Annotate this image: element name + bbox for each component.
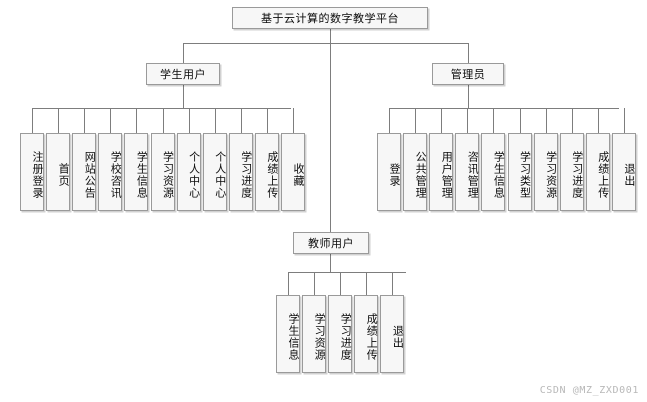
admin-leaf-5-label: 学生信息 bbox=[492, 151, 506, 199]
student-leaf-7-label: 个人中心 bbox=[187, 151, 201, 199]
connector-teacher-stem bbox=[330, 254, 331, 272]
teacher-leaf-2-drop bbox=[314, 272, 316, 295]
student-leaf-10-drop bbox=[266, 108, 268, 133]
student-leaf-3-drop bbox=[84, 108, 86, 133]
student-leaf-9-drop bbox=[240, 108, 242, 133]
admin-leaf-1-label: 登录 bbox=[388, 163, 401, 187]
student-leaf-2-label: 首页 bbox=[57, 163, 71, 187]
student-leaf-2-drop bbox=[58, 108, 60, 133]
admin-leaf-3-drop bbox=[441, 108, 443, 133]
admin-leaf-4-drop bbox=[467, 108, 469, 133]
admin-leaf-9-label: 成绩上传 bbox=[596, 151, 610, 199]
student-leaf-8[interactable]: 个人中心 bbox=[202, 133, 227, 211]
node-teacher-user[interactable]: 教师用户 bbox=[293, 232, 369, 254]
admin-leaf-7-drop bbox=[545, 108, 547, 133]
student-leaf-9-label: 学习进度 bbox=[239, 151, 253, 199]
admin-leaf-3-label: 用户管理 bbox=[440, 151, 454, 199]
student-leaf-1-drop bbox=[32, 108, 33, 133]
node-admin-user[interactable]: 管理员 bbox=[432, 63, 504, 85]
student-leaf-3[interactable]: 网站公告 bbox=[72, 133, 97, 211]
node-admin-user-label: 管理员 bbox=[450, 68, 486, 81]
student-leaf-9[interactable]: 学习进度 bbox=[228, 133, 253, 211]
connector-to-admin bbox=[468, 43, 469, 63]
student-leaf-5-label: 学生信息 bbox=[135, 151, 149, 199]
connector-admin-bus bbox=[389, 108, 619, 109]
admin-leaf-1[interactable]: 登录 bbox=[377, 133, 401, 211]
admin-leaf-4-label: 咨讯管理 bbox=[466, 151, 480, 199]
admin-leaf-3[interactable]: 用户管理 bbox=[429, 133, 454, 211]
student-leaf-7[interactable]: 个人中心 bbox=[176, 133, 201, 211]
connector-admin-stem bbox=[468, 85, 469, 108]
admin-leaf-8-label: 学习进度 bbox=[570, 151, 584, 199]
admin-leaf-7-label: 学习资源 bbox=[544, 151, 558, 199]
connector-student-stem bbox=[183, 85, 184, 108]
student-leaf-6-drop bbox=[162, 108, 164, 133]
connector-level2-bus bbox=[183, 43, 469, 44]
connector-student-bus bbox=[32, 108, 291, 109]
teacher-leaf-2-label: 学习资源 bbox=[313, 313, 327, 361]
admin-leaf-7[interactable]: 学习资源 bbox=[533, 133, 558, 211]
admin-leaf-10-drop bbox=[623, 108, 625, 133]
admin-leaf-5[interactable]: 学生信息 bbox=[481, 133, 506, 211]
admin-leaf-10-label: 退出 bbox=[622, 163, 636, 187]
student-leaf-2[interactable]: 首页 bbox=[46, 133, 71, 211]
admin-leaf-8-drop bbox=[571, 108, 573, 133]
node-root[interactable]: 基于云计算的数字教学平台 bbox=[232, 7, 428, 29]
student-leaf-8-label: 个人中心 bbox=[213, 151, 227, 199]
teacher-leaf-1-label: 学生信息 bbox=[287, 313, 300, 361]
admin-leaf-4[interactable]: 咨讯管理 bbox=[455, 133, 480, 211]
teacher-leaf-4-drop bbox=[366, 272, 368, 295]
student-leaf-5[interactable]: 学生信息 bbox=[124, 133, 149, 211]
teacher-leaf-5[interactable]: 退出 bbox=[380, 295, 405, 373]
student-leaf-1-label: 注册登录 bbox=[31, 151, 44, 199]
connector-teacher-bus bbox=[288, 272, 406, 273]
student-leaf-4-drop bbox=[110, 108, 112, 133]
admin-leaf-6-label: 学习类型 bbox=[518, 151, 532, 199]
admin-leaf-10[interactable]: 退出 bbox=[611, 133, 636, 211]
teacher-leaf-3-drop bbox=[340, 272, 342, 295]
student-leaf-4-label: 学校咨讯 bbox=[109, 151, 123, 199]
admin-leaf-6[interactable]: 学习类型 bbox=[507, 133, 532, 211]
student-leaf-7-drop bbox=[188, 108, 190, 133]
student-leaf-8-drop bbox=[214, 108, 216, 133]
connector-to-teacher bbox=[330, 43, 331, 232]
admin-leaf-9[interactable]: 成绩上传 bbox=[585, 133, 610, 211]
student-leaf-10-label: 成绩上传 bbox=[265, 151, 279, 199]
student-leaf-5-drop bbox=[136, 108, 138, 133]
admin-leaf-2-drop bbox=[415, 108, 417, 133]
watermark: CSDN @MZ_ZXD001 bbox=[539, 385, 639, 396]
student-leaf-6[interactable]: 学习资源 bbox=[150, 133, 175, 211]
student-leaf-11[interactable]: 收藏 bbox=[281, 133, 305, 211]
teacher-leaf-5-label: 退出 bbox=[391, 325, 405, 349]
node-root-label: 基于云计算的数字教学平台 bbox=[261, 12, 399, 25]
node-student-user[interactable]: 学生用户 bbox=[146, 63, 220, 85]
admin-leaf-9-drop bbox=[597, 108, 599, 133]
teacher-leaf-3[interactable]: 学习进度 bbox=[328, 295, 353, 373]
admin-leaf-2[interactable]: 公共管理 bbox=[403, 133, 428, 211]
student-leaf-11-label: 收藏 bbox=[292, 163, 305, 187]
admin-leaf-5-drop bbox=[493, 108, 495, 133]
teacher-leaf-5-drop bbox=[392, 272, 394, 295]
student-leaf-1[interactable]: 注册登录 bbox=[20, 133, 44, 211]
connector-root-stem bbox=[330, 29, 331, 44]
teacher-leaf-4-label: 成绩上传 bbox=[365, 313, 379, 361]
teacher-leaf-1-drop bbox=[288, 272, 289, 295]
student-leaf-3-label: 网站公告 bbox=[83, 151, 97, 199]
connector-to-student bbox=[183, 43, 184, 63]
teacher-leaf-1[interactable]: 学生信息 bbox=[276, 295, 300, 373]
node-student-user-label: 学生用户 bbox=[160, 68, 206, 81]
student-leaf-11-drop bbox=[293, 108, 294, 133]
student-leaf-4[interactable]: 学校咨讯 bbox=[98, 133, 123, 211]
admin-leaf-2-label: 公共管理 bbox=[414, 151, 428, 199]
teacher-leaf-3-label: 学习进度 bbox=[339, 313, 353, 361]
student-leaf-6-label: 学习资源 bbox=[161, 151, 175, 199]
student-leaf-10[interactable]: 成绩上传 bbox=[254, 133, 279, 211]
teacher-leaf-2[interactable]: 学习资源 bbox=[302, 295, 327, 373]
admin-leaf-1-drop bbox=[389, 108, 390, 133]
node-teacher-user-label: 教师用户 bbox=[308, 237, 354, 250]
admin-leaf-8[interactable]: 学习进度 bbox=[559, 133, 584, 211]
admin-leaf-6-drop bbox=[519, 108, 521, 133]
teacher-leaf-4[interactable]: 成绩上传 bbox=[354, 295, 379, 373]
